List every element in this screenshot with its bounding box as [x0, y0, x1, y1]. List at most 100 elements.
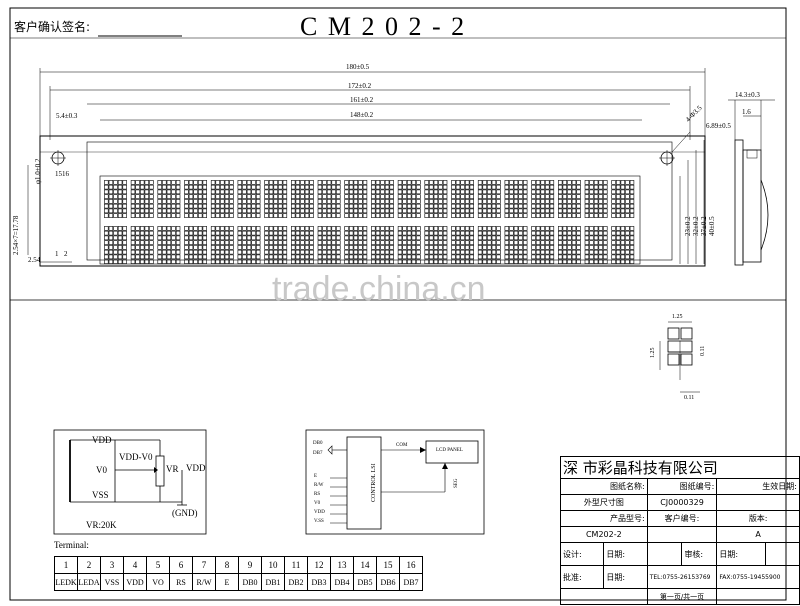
terminal-pin-name: LEDA	[77, 573, 101, 591]
terminal-pin-number: 13	[330, 556, 354, 574]
terminal-pin-name: VDD	[123, 573, 147, 591]
terminal-pin-name: DB7	[399, 573, 423, 591]
pin-2: 2	[64, 250, 68, 258]
drawing-no-label: 图纸编号:	[646, 478, 718, 495]
char-cell	[184, 180, 208, 218]
char-cell	[104, 226, 127, 264]
dim-148: 148±0.2	[350, 111, 374, 119]
terminal-pin-number: 4	[123, 556, 147, 574]
terminal-pin-name: RS	[169, 573, 193, 591]
terminal-pin-name: DB2	[284, 573, 308, 591]
block-seg: SEG	[454, 478, 459, 488]
dim-14-3: 14.3±0.3	[735, 91, 760, 99]
date1-label: 日期:	[603, 542, 648, 566]
terminal-pin-name: VSS	[100, 573, 124, 591]
dim-1-6: 1.6	[742, 108, 751, 116]
char-cell	[531, 226, 555, 264]
pin-15: 15	[55, 170, 62, 178]
circuit-gnd: (GND)	[172, 508, 198, 518]
design-label: 设计:	[559, 542, 605, 566]
terminal-pin-number: 16	[399, 556, 423, 574]
terminal-pin-name: DB0	[238, 573, 262, 591]
terminal-pin-number: 12	[307, 556, 331, 574]
terminal-pin-name: DB6	[376, 573, 400, 591]
char-cell	[477, 180, 501, 218]
block-lcd-panel: LCD PANEL	[436, 448, 463, 453]
block-rs: RS	[314, 492, 321, 497]
outline-label: 外型尺寸图	[560, 494, 648, 511]
terminal-pin-number: 11	[284, 556, 308, 574]
char-cell	[504, 226, 528, 264]
model-title: C M 2 0 2 - 2	[300, 12, 467, 41]
terminal-pin-number: 14	[353, 556, 377, 574]
page-info: 第一页/共一页	[646, 588, 718, 605]
terminal-pin-number: 9	[238, 556, 262, 574]
dim-6-89: 6.89±0.5	[706, 122, 731, 130]
customer-sign-label: 客户确认签名:	[14, 20, 91, 34]
char-cell	[504, 180, 528, 218]
char-cell	[130, 226, 154, 264]
char-cell	[157, 226, 181, 264]
effective-date-label: 生效日期:	[716, 478, 800, 495]
dim-pitch: 2.54×7=17.78	[12, 215, 20, 255]
terminal-pin-name: VO	[146, 573, 170, 591]
circuit-vdd-v0: VDD-V0	[119, 452, 153, 462]
dim-172: 172±0.2	[348, 82, 372, 90]
char-cell	[451, 180, 474, 218]
review-label: 审核:	[681, 542, 718, 566]
terminal-pin-number: 7	[192, 556, 216, 574]
char-cell	[531, 180, 555, 218]
char-cell	[210, 226, 234, 264]
char-cell	[451, 226, 474, 264]
char-cell	[184, 226, 208, 264]
char-cell	[344, 180, 368, 218]
approve-label: 批准:	[559, 565, 605, 589]
char-cell	[584, 180, 608, 218]
circuit-vdd2: VDD	[186, 463, 206, 473]
dot-dim-b: 1.25	[650, 347, 656, 359]
terminal-pin-number: 8	[215, 556, 239, 574]
dim-2-54: 2.54	[28, 256, 41, 264]
dim-32: 32±0.2	[692, 216, 700, 236]
date2-label: 日期:	[716, 542, 766, 566]
terminal-pin-number: 1	[54, 556, 78, 574]
char-cell	[371, 180, 394, 218]
pin-1: 1	[55, 250, 59, 258]
char-cell	[210, 180, 234, 218]
terminal-pin-name: LEDK	[54, 573, 78, 591]
char-cell	[584, 226, 608, 264]
terminal-pin-number: 15	[376, 556, 400, 574]
terminal-pin-name: E	[215, 573, 239, 591]
dot-dim-a: 1.25	[672, 314, 683, 320]
char-cell	[397, 226, 421, 264]
char-cell	[477, 226, 501, 264]
terminal-pin-number: 10	[261, 556, 285, 574]
block-vdd: VDD	[314, 510, 325, 515]
char-cell	[611, 180, 635, 218]
circuit-vss: VSS	[92, 490, 109, 500]
tel: TEL:0755-26153769	[646, 565, 718, 589]
dim-5-4: 5.4±0.3	[56, 112, 78, 120]
char-cell	[157, 180, 181, 218]
pin-16: 16	[62, 170, 69, 178]
terminal-label: Terminal:	[54, 540, 89, 550]
block-db0: DB0	[313, 441, 323, 446]
char-cell	[264, 180, 288, 218]
terminal-pin-name: DB3	[307, 573, 331, 591]
drawing-name-label: 图纸名称:	[560, 478, 648, 495]
block-rw: R/W	[314, 483, 324, 488]
drawing-no: CJ0000329	[646, 494, 718, 511]
company-name: 深 市彩晶科技有限公司	[560, 456, 800, 479]
char-cell	[130, 180, 154, 218]
dim-37: 37±0.2	[700, 216, 708, 236]
dot-dim-c: 0.11	[700, 345, 706, 356]
version-value: A	[716, 526, 800, 543]
title-block: 深 市彩晶科技有限公司 图纸名称: 图纸编号: 生效日期: 外型尺寸图 CJ00…	[559, 456, 800, 605]
dim-40: 40±0.5	[708, 216, 716, 236]
block-com: COM	[396, 443, 408, 448]
terminal-pin-name: DB5	[353, 573, 377, 591]
char-cell	[424, 226, 448, 264]
circuit-vr: VR	[166, 464, 179, 474]
char-cell	[104, 180, 127, 218]
